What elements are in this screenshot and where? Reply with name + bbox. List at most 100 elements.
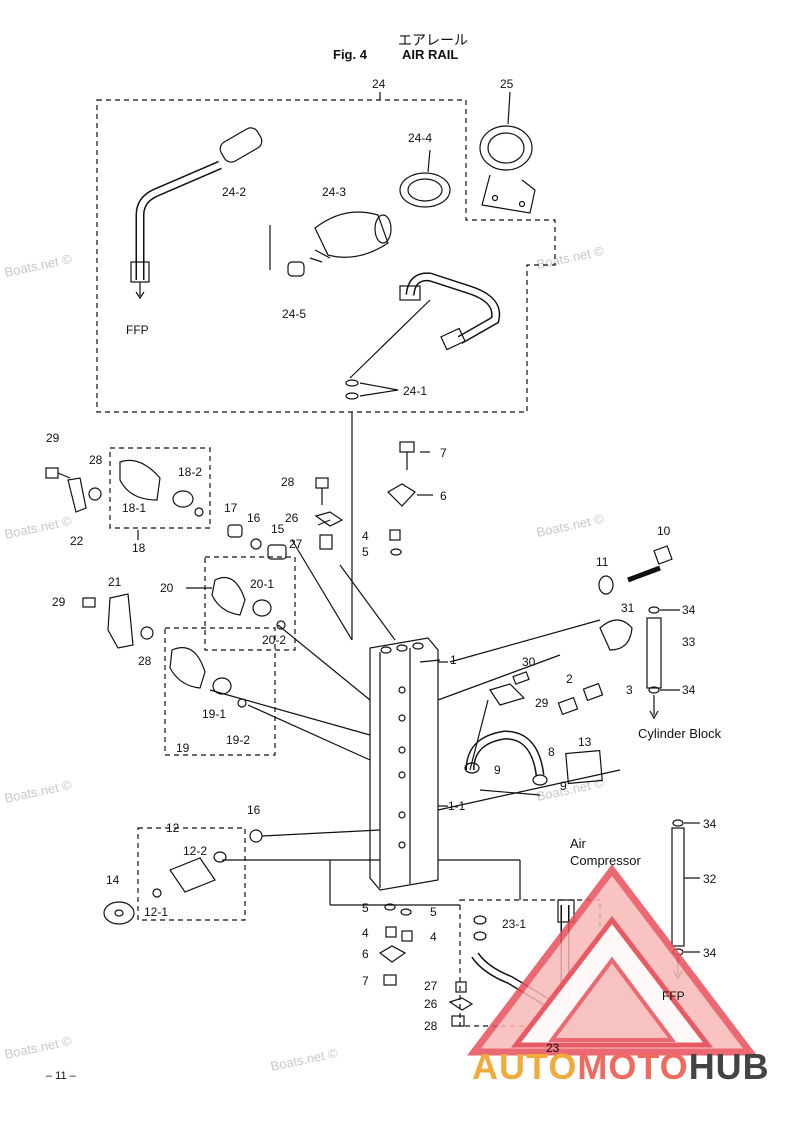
label-9a: 9	[494, 763, 501, 777]
clamp-31	[599, 619, 633, 651]
label-6b: 6	[362, 947, 369, 961]
label-19-1: 19-1	[202, 707, 226, 721]
tube-32	[671, 827, 685, 947]
screw-28	[315, 477, 329, 489]
bolt-7	[399, 441, 415, 453]
label-5b: 5	[362, 901, 369, 915]
filter-24-3	[314, 211, 389, 258]
label-24-2: 24-2	[222, 185, 246, 199]
clip-9	[532, 774, 548, 786]
washer-23-1	[473, 915, 487, 925]
bracket-25	[479, 125, 533, 171]
label-2: 2	[566, 672, 573, 686]
ring-24-4	[399, 172, 451, 208]
label-26b: 26	[424, 997, 438, 1011]
label-33: 33	[682, 635, 696, 649]
group-19-outline	[164, 627, 276, 756]
label-26a: 26	[285, 511, 299, 525]
hose-sleeve	[219, 127, 263, 163]
brand-wordmark: AUTOMOTOHUB	[472, 1046, 770, 1088]
hose-fitting	[399, 285, 421, 301]
label-19-2: 19-2	[226, 733, 250, 747]
label-34d: 34	[703, 946, 717, 960]
label-12-1: 12-1	[144, 905, 168, 919]
label-19: 19	[176, 741, 190, 755]
label-20-1: 20-1	[250, 577, 274, 591]
label-23-1: 23-1	[502, 917, 526, 931]
label-23: 23	[546, 1041, 560, 1055]
valve-18	[119, 459, 161, 501]
plug-17	[227, 524, 243, 538]
label-28c: 28	[138, 654, 152, 668]
brand-part-auto: AUTO	[472, 1046, 578, 1087]
label-34c: 34	[703, 817, 717, 831]
compressor-fitting	[557, 899, 575, 923]
label-31: 31	[621, 601, 635, 615]
brand-part-hub: HUB	[688, 1046, 770, 1087]
brand-part-moto: MOTO	[577, 1046, 689, 1087]
gasket-13	[565, 749, 603, 785]
seal-16	[249, 829, 263, 843]
label-3: 3	[626, 683, 633, 697]
valve-12	[169, 857, 216, 893]
label-12-2: 12-2	[183, 844, 207, 858]
plate-6	[387, 483, 416, 507]
tube-33	[646, 617, 662, 689]
label-5c: 5	[430, 905, 437, 919]
label-14: 14	[106, 873, 120, 887]
label-16b: 16	[247, 803, 261, 817]
valve-19	[169, 647, 206, 689]
label-21: 21	[108, 575, 122, 589]
label-24-3: 24-3	[322, 185, 346, 199]
label-27a: 27	[289, 537, 303, 551]
label-18-1: 18-1	[122, 501, 146, 515]
air-rail-1	[369, 637, 439, 891]
cap-14	[103, 901, 135, 925]
label-29b: 29	[52, 595, 66, 609]
label-29c: 29	[535, 696, 549, 710]
label-32: 32	[703, 872, 717, 886]
label-4b: 4	[362, 926, 369, 940]
clip-26	[314, 511, 344, 527]
label-20: 20	[160, 581, 174, 595]
sleeve-27	[319, 534, 333, 550]
seal-16	[250, 538, 262, 550]
label-11: 11	[596, 555, 609, 569]
label-17: 17	[224, 501, 238, 515]
bolt-10	[627, 565, 661, 583]
group-18-outline	[109, 447, 211, 529]
label-5a: 5	[362, 545, 369, 559]
label-28b: 28	[281, 475, 295, 489]
group-12-outline	[137, 827, 246, 921]
label-7b: 7	[362, 974, 369, 988]
label-18-2: 18-2	[178, 465, 202, 479]
label-16a: 16	[247, 511, 261, 525]
label-1: 1	[450, 653, 457, 667]
fitting-2	[557, 696, 579, 716]
label-24-1: 24-1	[403, 384, 427, 398]
brand-logo	[466, 864, 758, 1056]
screw-29	[45, 467, 59, 479]
label-24: 24	[372, 77, 386, 91]
cap-24-5	[287, 261, 305, 277]
label-10: 10	[657, 524, 671, 538]
label-18: 18	[132, 541, 146, 555]
bracket-21	[107, 593, 134, 649]
page-number: – 11 –	[46, 1070, 76, 1082]
label-27b: 27	[424, 979, 438, 993]
label-1-1: 1-1	[448, 799, 466, 813]
label-30: 30	[522, 655, 536, 669]
label-air: Air	[570, 836, 587, 851]
figure-title: AIR RAIL	[402, 47, 459, 62]
label-4a: 4	[362, 529, 369, 543]
washer-11	[598, 575, 614, 595]
label-ffp-top: FFP	[126, 323, 149, 337]
japanese-title: エアレール	[398, 32, 468, 48]
label-9b: 9	[560, 779, 567, 793]
label-24-4: 24-4	[408, 131, 432, 145]
bracket-30	[489, 683, 526, 706]
label-28a: 28	[89, 453, 103, 467]
fitting-15	[267, 544, 287, 560]
